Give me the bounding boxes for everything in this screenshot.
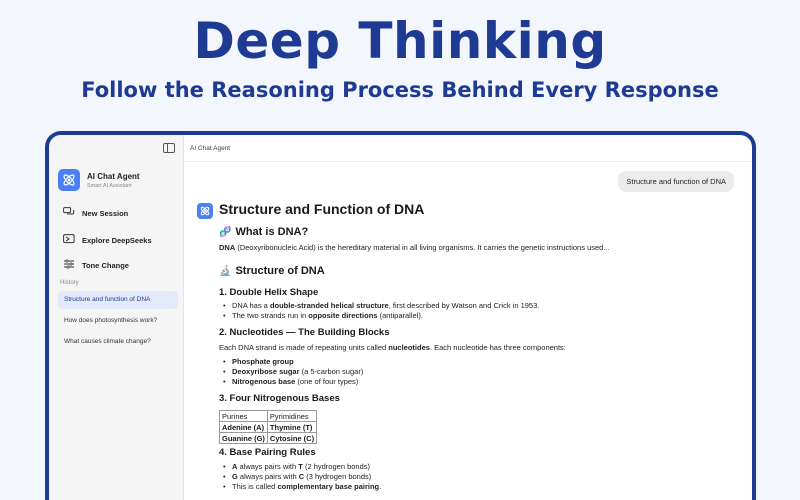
- explore-icon: [62, 234, 76, 246]
- brand-name: AI Chat Agent: [87, 172, 140, 181]
- table-header-row: Purines Pyrimidines: [219, 410, 318, 422]
- hero-title: Deep Thinking: [193, 12, 607, 70]
- section-1-heading: 1. Double Helix Shape: [219, 287, 319, 298]
- app-logo-icon: [58, 169, 80, 191]
- list-item: DNA has a double-stranded helical struct…: [219, 301, 539, 311]
- sidebar-toggle-icon[interactable]: [163, 143, 175, 153]
- sidebar-item-label: Explore DeepSeeks: [82, 235, 152, 245]
- sidebar: AI Chat Agent Smart AI Assistant New Ses…: [49, 135, 184, 500]
- dna-emoji-icon: 🧬: [219, 227, 232, 238]
- list-item: Deoxyribose sugar (a 5-carbon sugar): [219, 367, 363, 377]
- what-paragraph: DNA (Deoxyribonucleic Acid) is the hered…: [219, 243, 610, 252]
- response-title: Structure and Function of DNA: [219, 201, 425, 217]
- history-item-photosynthesis[interactable]: How does photosynthesis work?: [64, 317, 158, 324]
- list-item: G always pairs with C (3 hydrogen bonds): [219, 472, 381, 482]
- list-item: Phosphate group: [219, 357, 363, 367]
- what-heading: 🧬What is DNA?: [219, 226, 309, 238]
- sidebar-item-tone-change[interactable]: Tone Change: [62, 258, 129, 272]
- list-item: The two strands run in opposite directio…: [219, 311, 539, 321]
- section-3-heading: 3. Four Nitrogenous Bases: [219, 393, 340, 404]
- list-item: This is called complementary base pairin…: [219, 482, 381, 492]
- section-4-heading: 4. Base Pairing Rules: [219, 447, 316, 458]
- table-cell: Adenine (A): [219, 421, 268, 433]
- assistant-avatar-icon: [197, 203, 213, 219]
- table-cell: Cytosine (C): [266, 432, 318, 444]
- topbar-divider: [184, 161, 752, 162]
- hero-subtitle: Follow the Reasoning Process Behind Ever…: [81, 78, 719, 102]
- sliders-icon: [62, 259, 76, 271]
- section-4-list: A always pairs with T (2 hydrogen bonds)…: [219, 462, 381, 492]
- table-cell: Thymine (T): [266, 421, 318, 433]
- sidebar-item-label: Tone Change: [82, 260, 129, 270]
- sidebar-item-new-session[interactable]: New Session: [62, 206, 128, 220]
- history-item-climate[interactable]: What causes climate change?: [64, 338, 151, 345]
- app-window: AI Chat Agent Smart AI Assistant New Ses…: [45, 131, 756, 500]
- section-2-paragraph: Each DNA strand is made of repeating uni…: [219, 343, 566, 352]
- history-item-dna[interactable]: Structure and function of DNA: [58, 291, 178, 309]
- list-item: A always pairs with T (2 hydrogen bonds): [219, 462, 381, 472]
- table-cell: Guanine (G): [219, 432, 268, 444]
- table-row: Guanine (G) Cytosine (C): [219, 432, 318, 444]
- chat-bubbles-icon: [62, 207, 76, 219]
- table-row: Adenine (A) Thymine (T): [219, 421, 318, 433]
- section-2-list: Phosphate group Deoxyribose sugar (a 5-c…: [219, 357, 363, 387]
- bases-table: Purines Pyrimidines Adenine (A) Thymine …: [219, 410, 318, 444]
- history-label: History: [60, 280, 79, 286]
- section-2-heading: 2. Nucleotides — The Building Blocks: [219, 327, 390, 338]
- list-item: Nitrogenous base (one of four types): [219, 377, 363, 387]
- microscope-emoji-icon: 🔬: [219, 266, 232, 277]
- section-1-list: DNA has a double-stranded helical struct…: [219, 301, 539, 321]
- structure-heading: 🔬Structure of DNA: [219, 265, 325, 277]
- sidebar-item-explore[interactable]: Explore DeepSeeks: [62, 233, 152, 247]
- user-message: Structure and function of DNA: [618, 171, 734, 192]
- sidebar-item-label: New Session: [82, 208, 129, 218]
- window-title: AI Chat Agent: [190, 145, 231, 152]
- table-header: Purines: [219, 410, 268, 422]
- table-header: Pyrimidines: [266, 410, 318, 422]
- brand-tagline: Smart AI Assistant: [87, 183, 132, 189]
